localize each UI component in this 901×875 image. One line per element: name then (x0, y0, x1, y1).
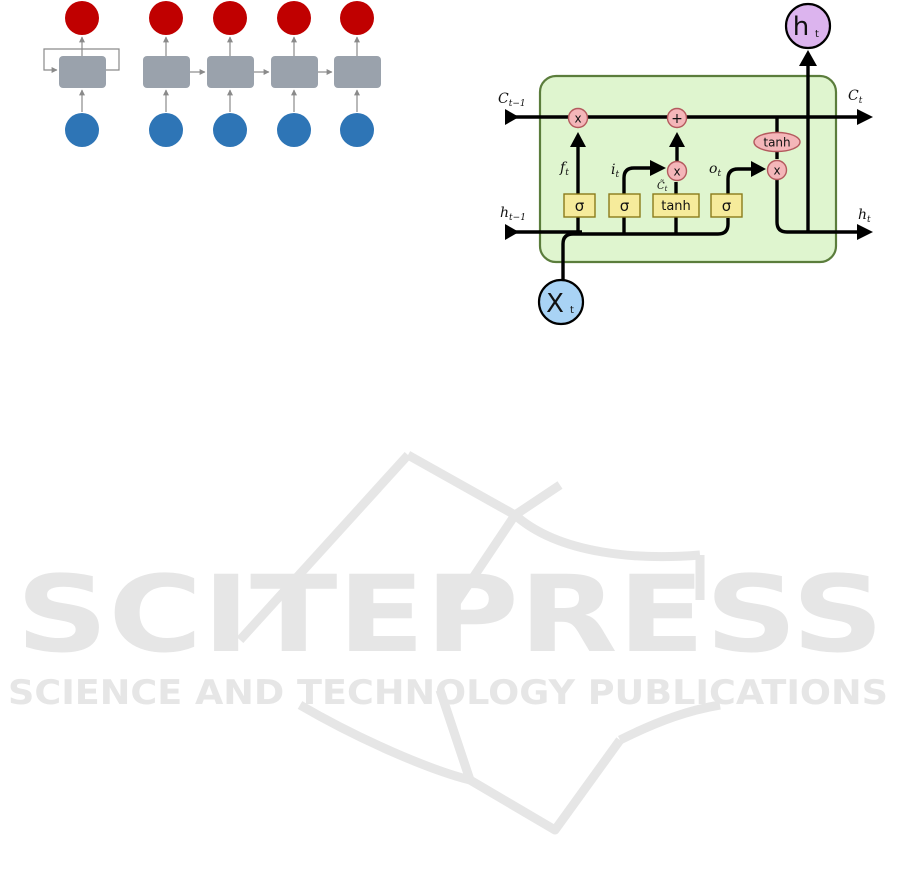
svg-text:tanh: tanh (763, 136, 790, 150)
svg-text:t: t (815, 29, 819, 40)
label-hidden-out: ht (858, 207, 871, 225)
label-cell-state-out: Ct (848, 88, 863, 106)
svg-text:h: h (793, 12, 809, 42)
rnn-output-node (149, 1, 183, 35)
rnn-diagram (44, 1, 381, 147)
rnn-input-node (277, 113, 311, 147)
svg-text:x: x (673, 165, 680, 179)
ht-output-node: h t (786, 4, 830, 48)
rnn-input-node (65, 113, 99, 147)
svg-text:tanh: tanh (661, 199, 691, 214)
lstm-diagram: x + x x tanh σ σ tanh (498, 4, 873, 324)
rnn-cell (143, 56, 190, 88)
rnn-cell (59, 56, 106, 88)
rnn-output-node (277, 1, 311, 35)
rnn-cell (207, 56, 254, 88)
gate-output-sigma: σ (711, 194, 742, 217)
rnn-folded-unit (44, 1, 119, 147)
rnn-output-node (340, 1, 374, 35)
svg-text:X: X (546, 289, 564, 319)
op-multiply-forget: x (569, 109, 588, 128)
xt-input-node: X t (539, 280, 583, 324)
scitepress-watermark: SCITEPRESS SCIENCE AND TECHNOLOGY PUBLIC… (8, 455, 888, 830)
svg-text:σ: σ (722, 197, 732, 215)
rnn-output-node (213, 1, 247, 35)
op-tanh-output: tanh (754, 133, 800, 152)
op-add-cell: + (668, 109, 687, 128)
rnn-input-node (213, 113, 247, 147)
rnn-unrolled-chain (143, 1, 381, 147)
svg-text:x: x (574, 112, 581, 126)
gate-forget-sigma: σ (564, 194, 595, 217)
rnn-cell (334, 56, 381, 88)
label-hidden-in: ht−1 (500, 205, 526, 223)
op-multiply-output: x (768, 161, 787, 180)
svg-text:x: x (773, 164, 780, 178)
rnn-output-node (65, 1, 99, 35)
svg-text:σ: σ (575, 197, 585, 215)
rnn-cell (271, 56, 318, 88)
op-multiply-input: x (668, 162, 687, 181)
label-cell-state-in: Ct−1 (498, 91, 526, 109)
watermark-subtitle: SCIENCE AND TECHNOLOGY PUBLICATIONS (8, 673, 888, 713)
svg-text:σ: σ (620, 197, 630, 215)
rnn-input-node (340, 113, 374, 147)
svg-text:t: t (570, 305, 574, 316)
watermark-title: SCITEPRESS (16, 553, 884, 676)
rnn-input-node (149, 113, 183, 147)
gate-candidate-tanh: tanh (653, 194, 699, 217)
gate-input-sigma: σ (609, 194, 640, 217)
svg-text:+: + (671, 111, 683, 127)
